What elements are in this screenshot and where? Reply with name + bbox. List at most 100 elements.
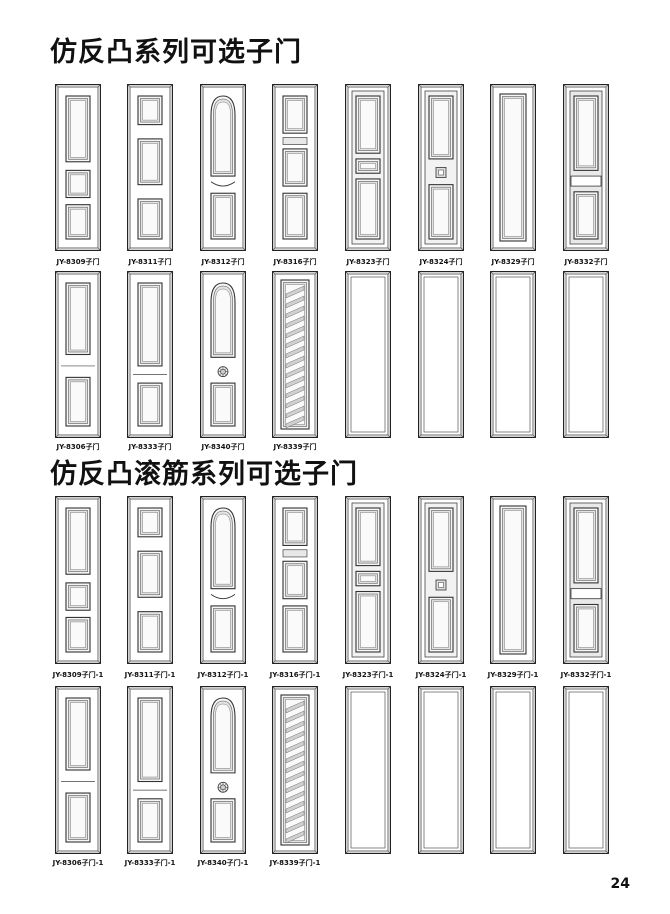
door-model-label: JY-8333子门-1 <box>124 859 176 867</box>
door-drawing <box>55 686 101 854</box>
door-panel-middle <box>137 138 163 186</box>
door-model-label: JY-8316子门-1 <box>269 671 321 679</box>
blank-door-drawing <box>345 271 391 438</box>
door-panel-bottom <box>65 204 91 240</box>
door-model-label: JY-8339子门 <box>273 443 317 451</box>
door-panel-top <box>65 697 91 771</box>
door-arch-panel <box>210 95 236 177</box>
door-drawing <box>490 84 536 251</box>
blank-door-panel <box>423 691 459 849</box>
door-panel-bottom <box>65 616 91 653</box>
door-panel-top <box>573 95 599 171</box>
door-panel-top <box>137 95 163 126</box>
door-panel-top <box>428 507 454 572</box>
door-model-label: JY-8312子门-1 <box>197 671 249 679</box>
door-panel-bottom <box>137 198 163 240</box>
door-model-label: JY-8324子门-1 <box>415 671 467 679</box>
door-model-label: JY-8339子门-1 <box>269 859 321 867</box>
door-panel-top <box>355 507 381 567</box>
page-number: 24 <box>610 876 630 892</box>
door-drawing <box>127 84 173 251</box>
door-drawing <box>490 496 536 664</box>
door-panel-middle <box>355 158 381 174</box>
door-model-label: JY-8323子门 <box>346 258 390 266</box>
door-drawing <box>55 496 101 664</box>
door-drawing <box>127 686 173 854</box>
door-model-label: JY-8306子门-1 <box>52 859 104 867</box>
door-panel-middle <box>137 550 163 598</box>
door-drawing <box>418 84 464 251</box>
door-panel-top <box>282 95 308 134</box>
door-model-label: JY-8311子门-1 <box>124 671 176 679</box>
door-panel-bottom <box>137 382 163 427</box>
door-model-label: JY-8332子门-1 <box>560 671 612 679</box>
blank-door-drawing <box>345 686 391 854</box>
door-panel-bottom <box>210 382 236 427</box>
door-model-label: JY-8332子门 <box>564 258 608 266</box>
door-panel-top <box>137 507 163 538</box>
door-model-label: JY-8329子门 <box>491 258 535 266</box>
door-model-label: JY-8324子门 <box>419 258 463 266</box>
door-panel-bottom <box>137 611 163 653</box>
door-drawing <box>272 271 318 438</box>
door-panel-middle <box>282 560 308 600</box>
blank-door-panel <box>495 276 531 433</box>
blank-door-drawing <box>418 686 464 854</box>
door-model-label: JY-8306子门 <box>56 443 100 451</box>
door-panel-top <box>282 507 308 546</box>
door-panel-bottom <box>428 596 454 653</box>
door-drawing <box>345 84 391 251</box>
door-panel-bottom <box>282 605 308 653</box>
door-drawing <box>200 496 246 664</box>
door-panel-top <box>573 507 599 584</box>
door-drawing <box>272 84 318 251</box>
door-panel-top <box>137 697 163 783</box>
blank-door-panel <box>423 276 459 433</box>
door-model-label: JY-8329子门-1 <box>487 671 539 679</box>
door-panel-bottom <box>282 192 308 240</box>
door-panel-bottom <box>65 376 91 427</box>
door-drawing <box>563 496 609 664</box>
blank-door-drawing <box>490 686 536 854</box>
door-panel-bottom <box>428 184 454 240</box>
door-drawing <box>200 271 246 438</box>
door-drawing <box>272 496 318 664</box>
door-panel-bottom <box>210 798 236 843</box>
door-drawing <box>200 84 246 251</box>
door-drawing <box>345 496 391 664</box>
door-panel-bottom <box>355 590 381 653</box>
door-panel-full <box>499 93 527 242</box>
blank-door-drawing <box>418 271 464 438</box>
door-panel-middle <box>282 148 308 187</box>
door-drawing <box>272 686 318 854</box>
door-panel-top <box>137 282 163 367</box>
door-model-label: JY-8333子门 <box>128 443 172 451</box>
door-panel-bottom <box>65 792 91 843</box>
door-arch-panel <box>210 282 236 358</box>
blank-door-drawing <box>490 271 536 438</box>
section-title-1: 仿反凸系列可选子门 <box>50 37 302 68</box>
door-panel-bottom <box>355 178 381 240</box>
door-panel-middle <box>65 582 91 611</box>
door-drawing <box>563 84 609 251</box>
door-panel-full <box>499 505 527 655</box>
door-panel-bottom <box>573 603 599 653</box>
door-panel-bottom <box>573 191 599 240</box>
door-drawing <box>127 271 173 438</box>
door-model-label: JY-8309子门-1 <box>52 671 104 679</box>
section-title-2: 仿反凸滚筋系列可选子门 <box>50 459 358 490</box>
door-rosette <box>217 781 229 793</box>
door-model-label: JY-8309子门 <box>56 258 100 266</box>
door-arch-panel <box>210 697 236 774</box>
door-model-label: JY-8311子门 <box>128 258 172 266</box>
door-drawing <box>55 84 101 251</box>
door-model-label: JY-8312子门 <box>201 258 245 266</box>
door-panel-top <box>65 95 91 163</box>
door-drawing <box>55 271 101 438</box>
blank-door-drawing <box>563 271 609 438</box>
door-panel-top <box>65 282 91 356</box>
door-panel-top <box>65 507 91 575</box>
blank-door-panel <box>568 276 604 433</box>
door-model-label: JY-8316子门 <box>273 258 317 266</box>
blank-door-panel <box>350 276 386 433</box>
